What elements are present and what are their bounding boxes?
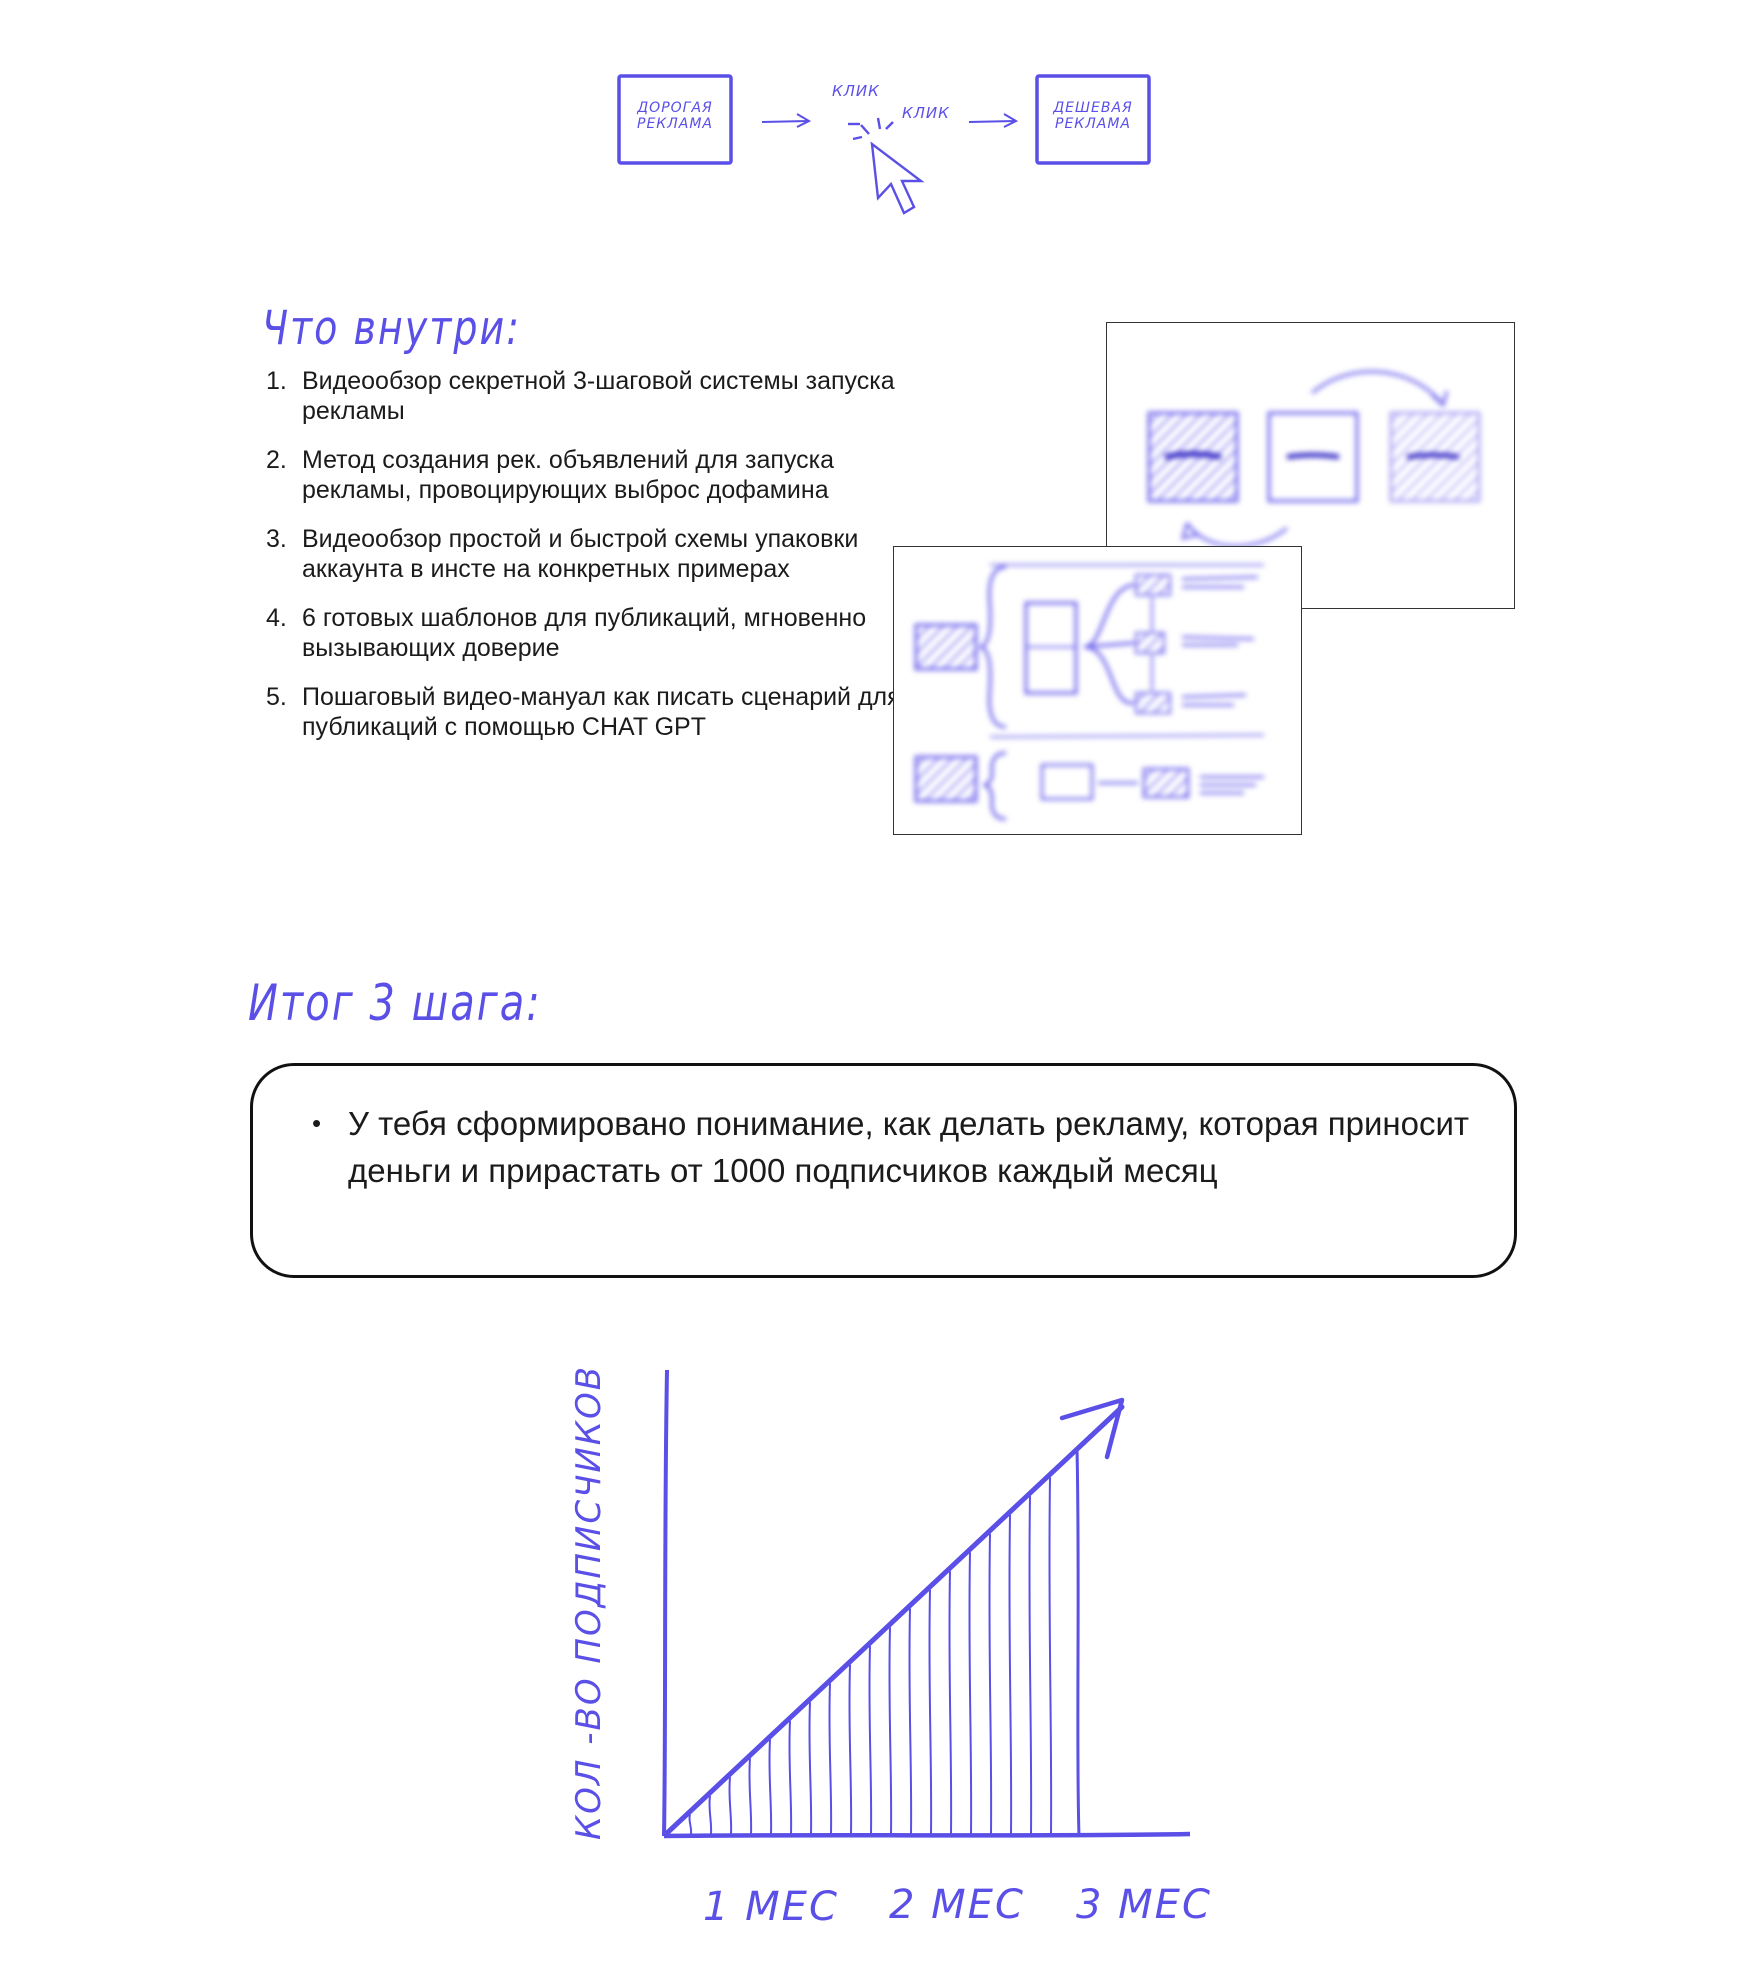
list-item: 5. Пошаговый видео-мануал как писать сце… [262,682,902,742]
chart-hatch-line [988,1533,993,1835]
chart-x-tick-label: 2 МЕС [889,1882,1025,1928]
contents-list: 1. Видеообзор секретной 3-шаговой систем… [262,366,902,761]
chart-x-tick-label: 3 МЕС [1076,1882,1212,1928]
cheap-ad-label-line1: ДЕШЕВАЯ [1052,100,1133,116]
chart-y-axis [662,1369,669,1837]
click-label-2: КЛИК [902,104,950,122]
cheap-ad-box [1035,74,1151,165]
list-item: 2. Метод создания рек. объявлений для за… [262,445,902,505]
result-text: У тебя сформировано понимание, как делат… [348,1105,1470,1189]
list-item-number: 3. [266,525,287,553]
expensive-ad-label-line2: РЕКЛАМА [637,116,713,132]
list-item-number: 5. [266,683,287,711]
flow-diagram: ДОРОГАЯ РЕКЛАМА КЛИК КЛИК ДЕШЕВАЯ РЕКЛАМ… [617,74,1151,215]
result-heading: Итог 3 шага: [248,975,542,1033]
list-item-text: Видеообзор секретной 3-шаговой системы з… [302,367,895,425]
list-item-number: 2. [266,446,287,474]
chart-hatch-line [768,1739,773,1835]
subscribers-growth-chart: КОЛ -ВО ПОДПИСЧИКОВ 1 МЕС 2 МЕС 3 МЕС [569,1365,1212,1930]
chart-hatch-line [1048,1477,1053,1835]
chart-hatch-line [848,1664,853,1835]
chart-hatch-line [688,1814,693,1835]
chart-hatch-line [828,1683,833,1835]
chart-hatch-line [1028,1496,1033,1835]
chart-hatch-line [968,1552,973,1835]
chart-hatch-line [908,1608,913,1835]
chart-hatch-line [788,1720,793,1835]
list-item-text: Метод создания рек. объявлений для запус… [302,446,835,504]
system-sketch-image [1147,370,1481,548]
chart-area-hatching [688,1477,1053,1835]
expensive-ad-label-line1: ДОРОГАЯ [636,100,713,116]
chart-hatch-line [1008,1514,1013,1835]
cheap-ad-label-line2: РЕКЛАМА [1055,116,1131,132]
chart-hatch-line [748,1758,753,1835]
arrow-right-icon [761,113,812,128]
click-label-1: КЛИК [832,82,880,100]
result-bullet-item: • У тебя сформировано понимание, как дел… [312,1100,1478,1194]
chart-hatch-line [728,1776,733,1835]
cursor-click-icon [848,117,925,215]
list-item-text: Пошаговый видео-мануал как писать сценар… [302,683,901,741]
list-item-text: 6 готовых шаблонов для публикаций, мгнов… [302,604,867,662]
expensive-ad-box [617,74,733,165]
chart-x-axis [663,1831,1191,1839]
chart-hatch-line [808,1702,813,1835]
bullet-dot: • [312,1108,322,1138]
arrow-right-icon [968,113,1019,128]
chart-hatch-line [708,1795,713,1835]
list-item: 1. Видеообзор секретной 3-шаговой систем… [262,366,902,426]
list-item: 3. Видеообзор простой и быстрой схемы уп… [262,524,902,584]
chart-area-right-edge [1075,1447,1081,1837]
result-box: • У тебя сформировано понимание, как дел… [250,1063,1517,1278]
chart-x-tick-label: 1 МЕС [703,1884,839,1930]
scheme-sketch-image [914,564,1265,821]
preview-card-system [1106,322,1515,609]
chart-y-label: КОЛ -ВО ПОДПИСЧИКОВ [569,1365,609,1840]
trend-arrow-icon [1059,1397,1125,1460]
list-item-text: Видеообзор простой и быстрой схемы упако… [302,525,859,583]
list-item-number: 4. [266,604,287,632]
chart-hatch-line [868,1645,873,1835]
list-item-number: 1. [266,367,287,395]
preview-card-scheme [893,546,1302,835]
chart-hatch-line [928,1589,933,1835]
chart-hatch-line [888,1627,893,1835]
inside-heading: Что внутри: [262,300,521,355]
list-item: 4. 6 готовых шаблонов для публикаций, мг… [262,603,902,663]
chart-trend-line [663,1404,1125,1837]
chart-hatch-line [948,1571,953,1835]
